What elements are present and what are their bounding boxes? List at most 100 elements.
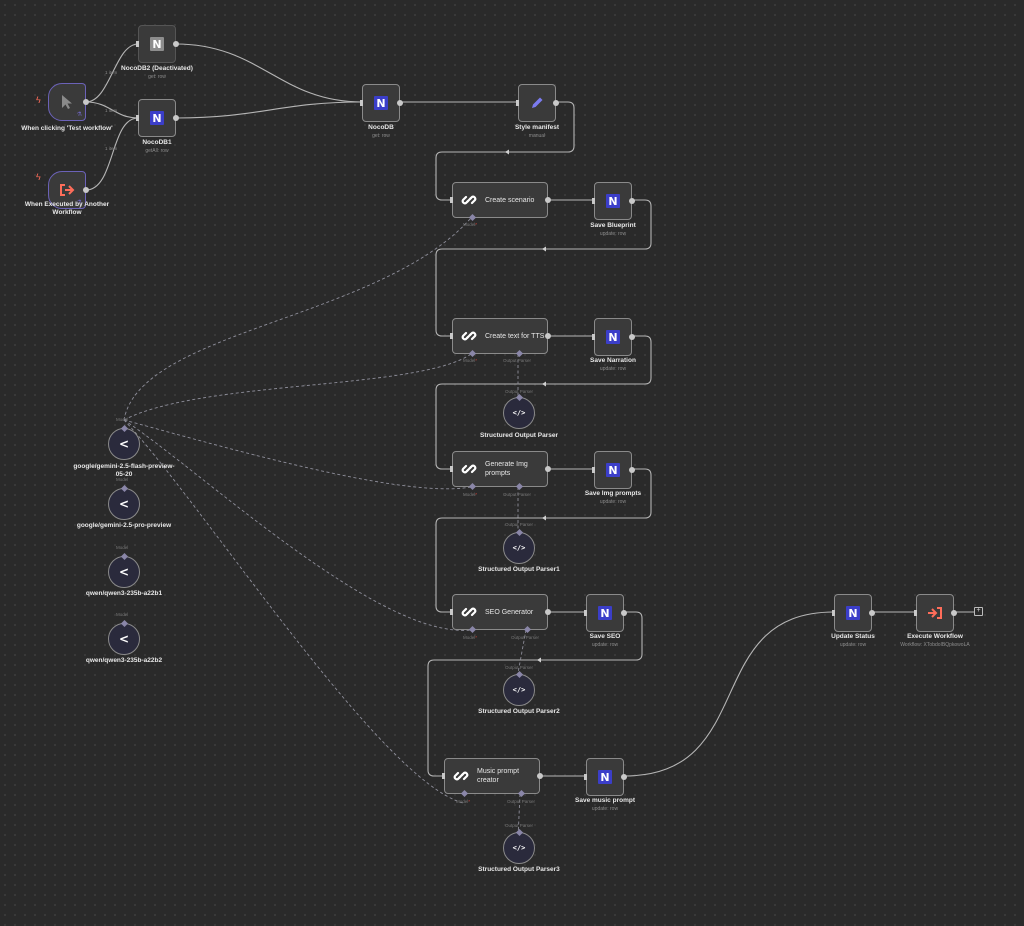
model-output-handle[interactable]: [120, 424, 128, 433]
output-handle[interactable]: [621, 610, 627, 616]
input-handle[interactable]: [136, 115, 139, 121]
output-handle[interactable]: [621, 774, 627, 780]
node-label: google/gemini-2.5-flash-preview-05-20: [73, 463, 175, 478]
node-manual-trigger[interactable]: ⚗: [48, 83, 89, 121]
parser-input-handle[interactable]: [515, 393, 523, 402]
model-port-handle[interactable]: [468, 213, 477, 222]
output-handle[interactable]: [629, 467, 635, 473]
output-handle[interactable]: [545, 609, 551, 615]
node-parser2[interactable]: </>: [503, 670, 535, 706]
node-seo-generator[interactable]: SEO Generator: [450, 594, 551, 634]
input-handle[interactable]: [592, 334, 595, 340]
input-handle[interactable]: [584, 774, 587, 780]
input-handle[interactable]: [136, 41, 139, 47]
node-music-prompt[interactable]: Music prompt creator: [442, 758, 543, 798]
node-nocodb2[interactable]: N: [136, 25, 179, 63]
input-handle[interactable]: [450, 333, 453, 339]
node-label: NocoDB2 (Deactivated)get: row: [121, 65, 193, 80]
parser-port-handle[interactable]: [523, 625, 532, 634]
input-handle[interactable]: [516, 100, 519, 106]
output-handle[interactable]: [545, 466, 551, 472]
nocodb-icon: N: [150, 37, 164, 51]
model-output-handle[interactable]: [120, 619, 128, 628]
parser-port-handle[interactable]: [515, 482, 524, 491]
output-handle[interactable]: [629, 198, 635, 204]
node-update-status[interactable]: N: [832, 594, 875, 632]
node-parser1[interactable]: </>: [503, 528, 535, 564]
output-handle[interactable]: [545, 197, 551, 203]
edge-arrow: [542, 515, 546, 521]
node-save-seo[interactable]: N: [584, 594, 627, 632]
port-label-parser: Output Parser: [507, 799, 536, 804]
node-save-narration[interactable]: N: [592, 318, 635, 356]
node-create-tts[interactable]: Create text for TTS: [450, 318, 551, 358]
node-label: qwen/qwen3-235b-a22b2: [85, 657, 163, 664]
node-model-qwen2[interactable]: <: [108, 619, 140, 655]
add-node-button[interactable]: +: [974, 607, 983, 616]
output-handle[interactable]: [83, 187, 89, 193]
port-label-model: Model: [116, 477, 129, 482]
node-parser3[interactable]: </>: [503, 828, 535, 864]
model-output-handle[interactable]: [120, 552, 128, 561]
output-handle[interactable]: [545, 333, 551, 339]
flask-badge-icon: ⚗: [76, 200, 82, 206]
model-port-handle[interactable]: [460, 789, 469, 798]
output-handle[interactable]: [951, 610, 957, 616]
node-exec-trigger[interactable]: ⚗: [48, 171, 89, 209]
node-model-gemini-pro[interactable]: <: [108, 484, 140, 520]
parser-port-handle[interactable]: [515, 349, 524, 358]
code-icon: </>: [512, 544, 526, 552]
node-model-qwen1[interactable]: <: [108, 552, 140, 588]
node-save-img[interactable]: N: [592, 451, 635, 489]
port-label-model: Model*: [456, 799, 471, 804]
input-handle[interactable]: [450, 609, 453, 615]
output-handle[interactable]: [553, 100, 559, 106]
model-port-handle[interactable]: [468, 349, 477, 358]
port-label-parser: Output Parser: [505, 665, 534, 670]
input-handle[interactable]: [450, 197, 453, 203]
model-port-handle[interactable]: [468, 625, 477, 634]
input-handle[interactable]: [832, 610, 835, 616]
parser-input-handle[interactable]: [515, 828, 523, 837]
output-handle[interactable]: [173, 115, 179, 121]
node-nocodb1[interactable]: N: [136, 99, 179, 137]
output-handle[interactable]: [869, 610, 875, 616]
model-output-handle[interactable]: [120, 484, 128, 493]
node-generate-img[interactable]: Generate Img prompts: [450, 451, 551, 491]
node-style-manifest[interactable]: [516, 84, 559, 122]
node-execute-workflow[interactable]: [914, 594, 957, 632]
output-handle[interactable]: [83, 99, 89, 105]
node-save-blueprint[interactable]: N: [592, 182, 635, 220]
port-label-model: Model: [116, 612, 129, 617]
node-label: When clicking 'Test workflow': [21, 125, 113, 132]
output-handle[interactable]: [629, 334, 635, 340]
input-handle[interactable]: [592, 467, 595, 473]
input-handle[interactable]: [914, 610, 917, 616]
node-nocodb[interactable]: N: [360, 84, 403, 122]
node-title: SEO Generator: [485, 608, 534, 616]
input-handle[interactable]: [592, 198, 595, 204]
input-handle[interactable]: [450, 466, 453, 472]
node-title: Generate Img prompts: [485, 461, 528, 477]
node-create-scenario[interactable]: Create scenario: [450, 182, 551, 222]
input-handle[interactable]: [442, 773, 445, 779]
edge-arrow: [542, 381, 546, 387]
output-handle[interactable]: [537, 773, 543, 779]
output-handle[interactable]: [397, 100, 403, 106]
node-model-gemini-flash[interactable]: <: [108, 424, 140, 460]
node-save-music[interactable]: N: [584, 758, 627, 796]
parser-input-handle[interactable]: [515, 528, 523, 537]
nocodb-icon: N: [846, 606, 860, 620]
node-parser0[interactable]: </>: [503, 393, 535, 429]
output-handle[interactable]: [173, 41, 179, 47]
cursor-icon: [62, 95, 72, 109]
nocodb-icon: N: [374, 96, 388, 110]
model-port-handle[interactable]: [468, 482, 477, 491]
input-handle[interactable]: [360, 100, 363, 106]
parser-input-handle[interactable]: [515, 670, 523, 679]
parser-port-handle[interactable]: [517, 789, 526, 798]
input-handle[interactable]: [584, 610, 587, 616]
